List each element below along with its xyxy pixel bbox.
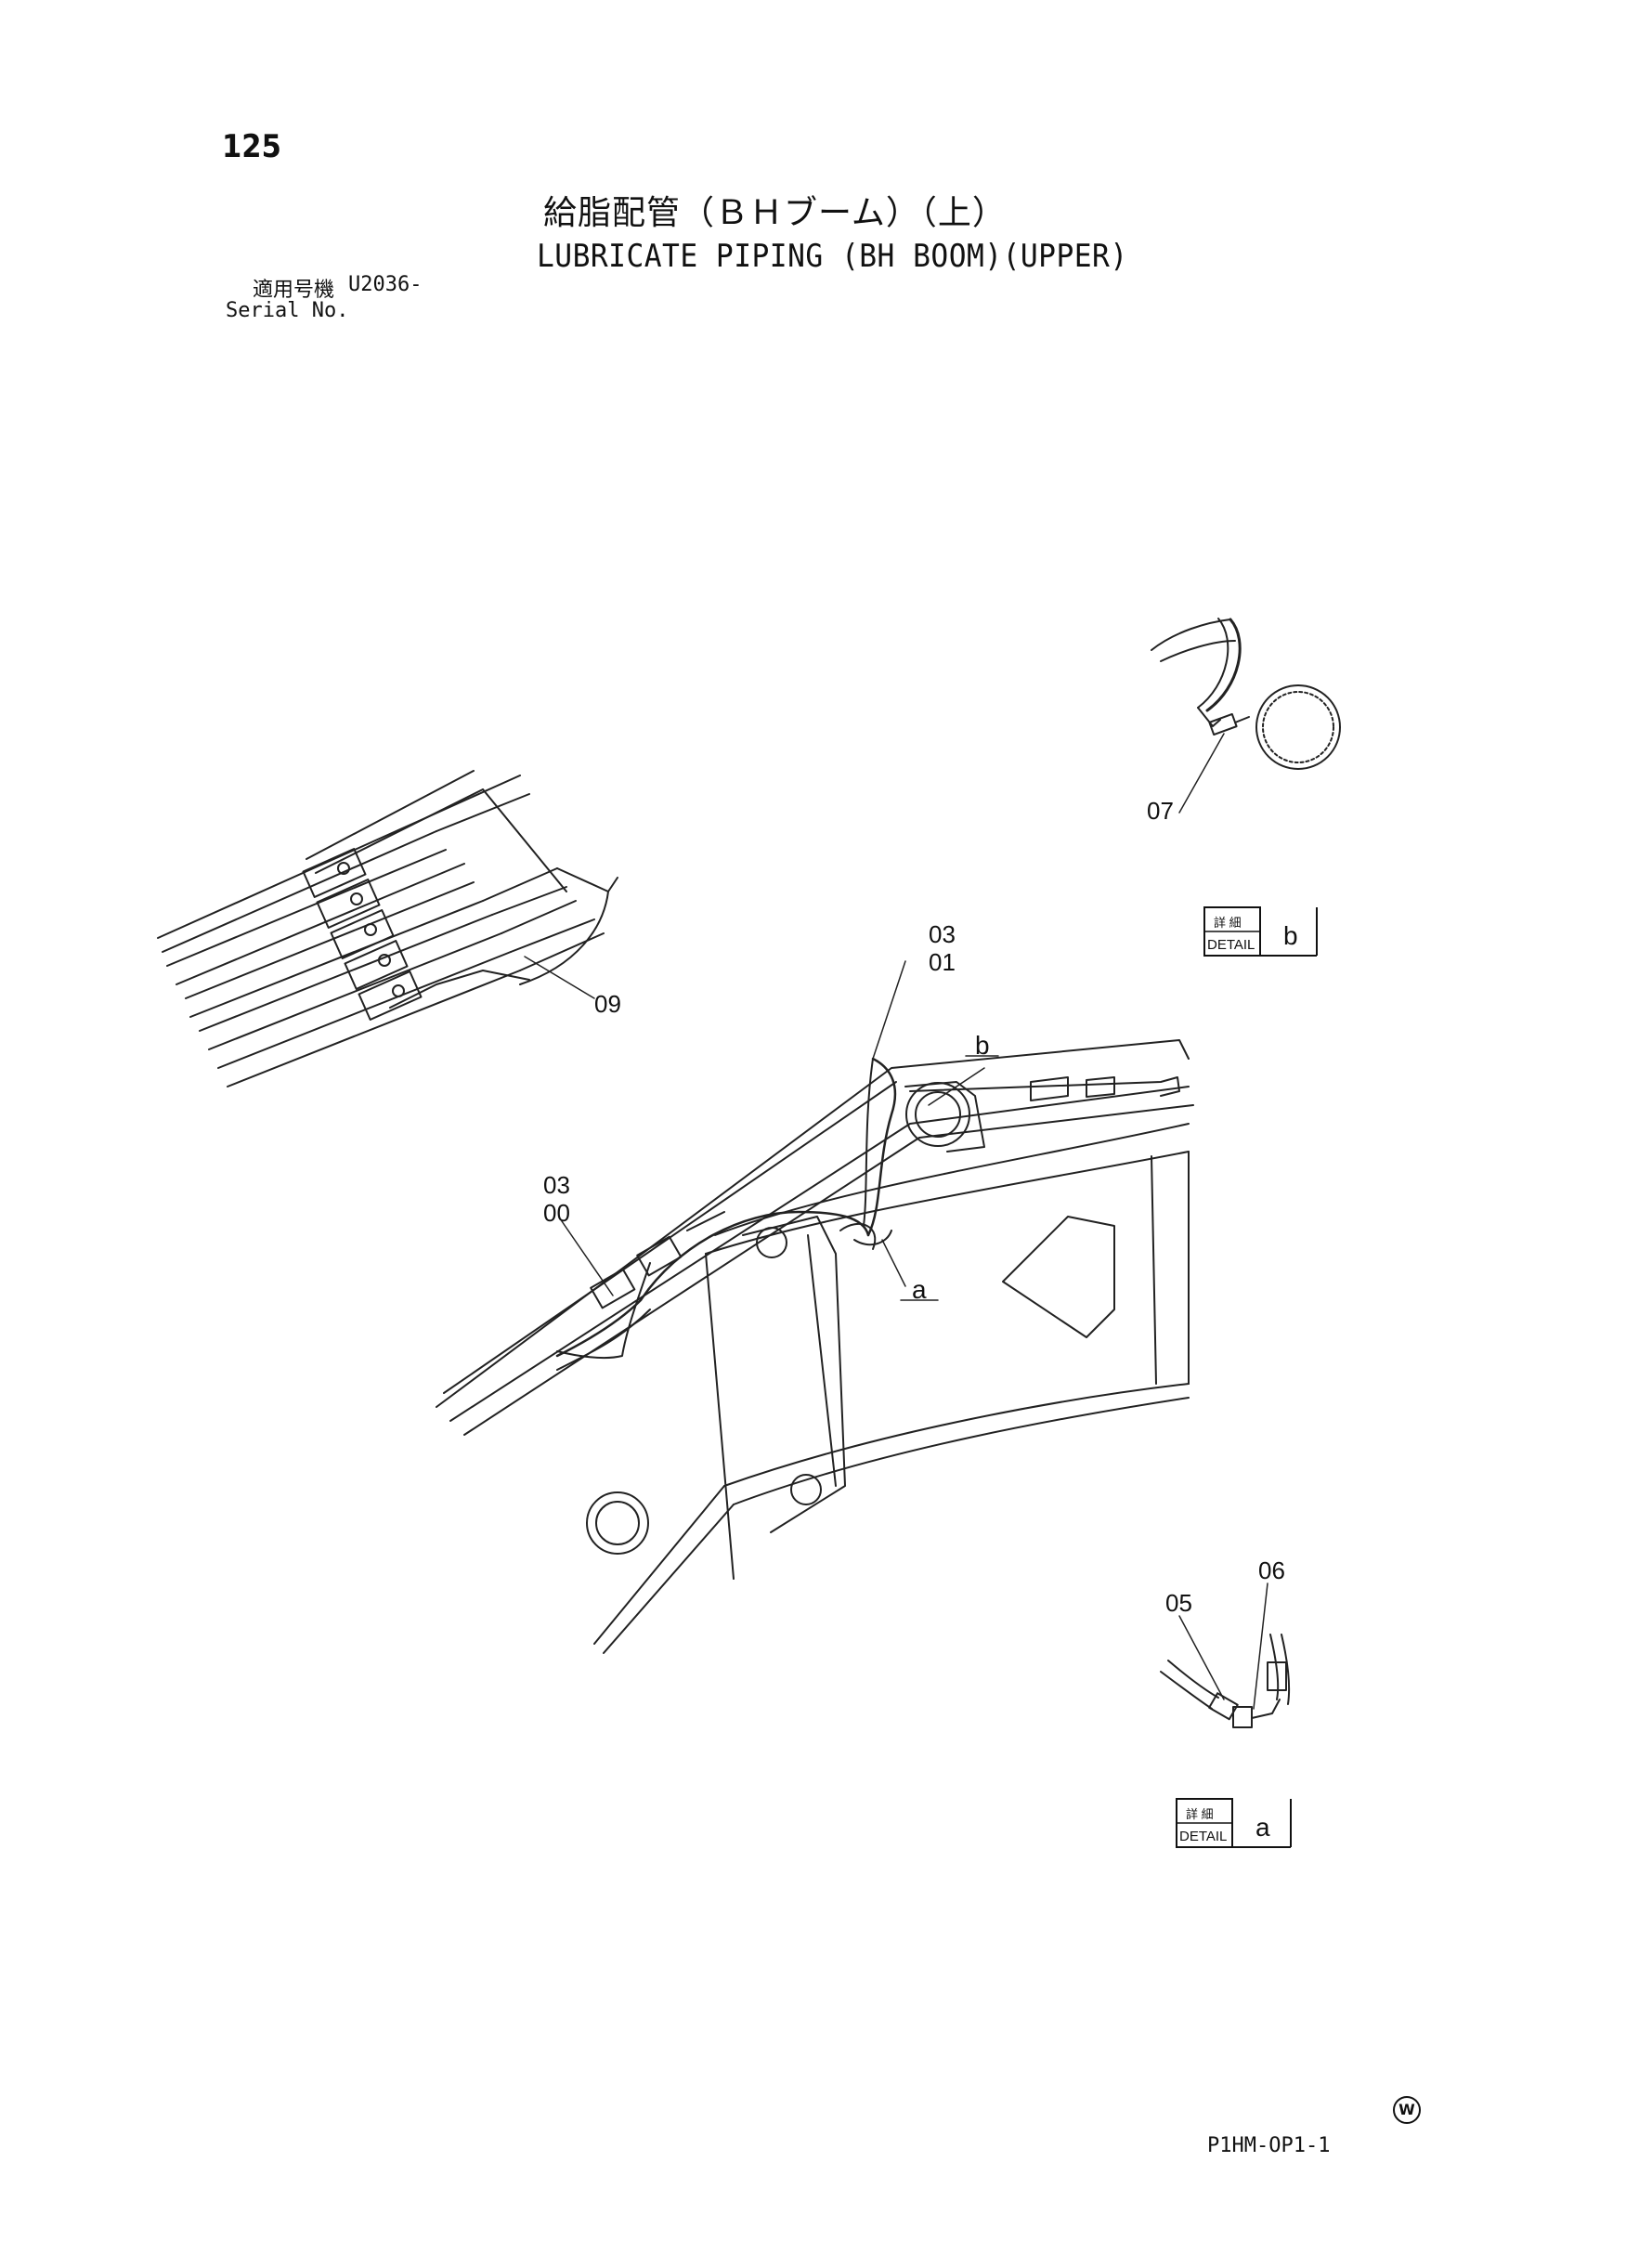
lug-pin-inner <box>915 1091 961 1138</box>
leader-03-00 <box>561 1220 614 1296</box>
loose-pin-inner <box>595 1501 640 1545</box>
serial-label-english: Serial No. <box>226 299 349 322</box>
callout-07: 07 <box>1147 797 1174 825</box>
callout-09: 09 <box>594 990 621 1018</box>
leader-06 <box>1253 1582 1268 1710</box>
drawing-code: P1HM-OP1-1 <box>1207 2134 1331 2157</box>
detail-a-label: 詳 細 DETAIL a <box>1176 1798 1292 1848</box>
serial-label-japanese: 適用号機 <box>253 279 335 302</box>
serial-number-value: U2036- <box>348 273 423 296</box>
detail-b-label: 詳 細 DETAIL b <box>1203 906 1318 957</box>
callout-03-lower: 03 <box>543 1171 570 1199</box>
detail-b-letter: b <box>1283 921 1298 950</box>
boom-assembly <box>436 960 1194 1654</box>
inset-clamp-drawing <box>157 770 618 1087</box>
callout-00: 00 <box>543 1199 570 1227</box>
callout-ref-b: b <box>975 1031 990 1060</box>
leader-03-01 <box>872 960 906 1060</box>
detail-b-hose-top <box>1151 619 1231 651</box>
detail-b-hose-top-2 <box>1160 640 1236 662</box>
detail-b-outer-ring <box>1255 684 1341 770</box>
callout-03-upper: 03 <box>929 920 956 948</box>
page-number: 125 <box>222 128 281 165</box>
leader-07 <box>1178 733 1225 814</box>
callout-ref-a: a <box>912 1275 927 1304</box>
leader-a <box>881 1239 906 1287</box>
page-title-english: LUBRICATE PIPING (BH BOOM)(UPPER) <box>537 238 1128 275</box>
boom-pin-upper <box>756 1227 787 1258</box>
detail-b-label-en: DETAIL <box>1207 937 1255 953</box>
callout-05: 05 <box>1165 1589 1192 1617</box>
detail-a-letter: a <box>1255 1813 1270 1842</box>
detail-b-drawing <box>1151 618 1341 814</box>
detail-b-label-ja: 詳 細 <box>1214 916 1242 930</box>
callout-01: 01 <box>929 948 956 976</box>
leader-09 <box>524 956 595 999</box>
leader-b <box>928 1067 985 1106</box>
detail-a-label-en: DETAIL <box>1179 1829 1227 1844</box>
loose-pin-outer <box>586 1491 649 1555</box>
detail-b-inner-ring <box>1262 691 1334 763</box>
clamp-block <box>302 848 423 1021</box>
detail-a-drawing <box>1160 1582 1291 1728</box>
corner-mark: W <box>1393 2096 1421 2124</box>
page-title-japanese: 給脂配管（ＢＨブーム）（上） <box>543 194 1007 232</box>
detail-a-label-ja: 詳 細 <box>1186 1807 1214 1821</box>
boom-pin-lower <box>790 1474 822 1505</box>
callout-06: 06 <box>1258 1556 1285 1584</box>
leader-05 <box>1178 1615 1225 1700</box>
